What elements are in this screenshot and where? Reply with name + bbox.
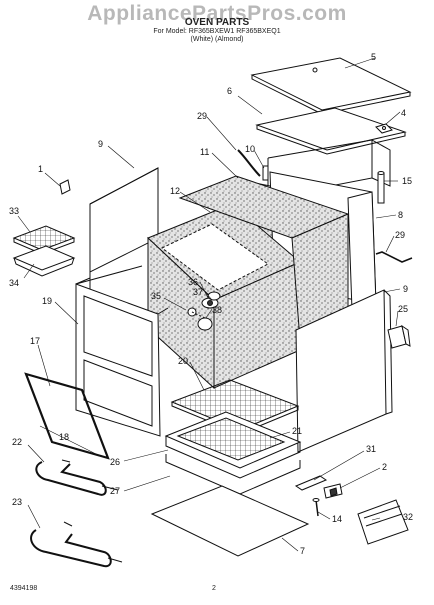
callout-8: 8 xyxy=(398,210,403,220)
callout-7: 7 xyxy=(300,546,305,556)
callout-27: 27 xyxy=(110,486,120,496)
bracket-clip-part xyxy=(375,123,393,134)
callout-37: 37 xyxy=(193,287,203,297)
callout-10: 10 xyxy=(245,144,255,154)
callout-14: 14 xyxy=(332,514,342,524)
broil-element-part xyxy=(35,459,119,496)
top-panel-part xyxy=(255,107,407,155)
callout-11: 11 xyxy=(200,147,209,157)
callout-17: 17 xyxy=(30,336,40,346)
model-subtitle: For Model: RF365BXEW1 RF365BXEQ1 xyxy=(153,28,281,35)
bake-tray-part xyxy=(164,411,302,495)
control-bracket-part xyxy=(294,475,328,491)
oven-cavity-part xyxy=(147,175,350,390)
wire-harness-part xyxy=(237,149,261,177)
watermark-text: AppliancePartsPros.com xyxy=(87,2,347,25)
stud-part xyxy=(262,165,269,181)
callout-29-side: 29 xyxy=(395,230,405,240)
callout-35: 35 xyxy=(151,291,161,301)
page-number: 2 xyxy=(212,585,216,592)
callout-29-top: 29 xyxy=(197,111,207,121)
callout-31: 31 xyxy=(366,444,376,454)
callout-32: 32 xyxy=(403,512,413,522)
callout-36: 36 xyxy=(188,277,198,287)
callout-labels: 5 4 6 29 9 10 11 15 12 8 29 9 1 33 34 36… xyxy=(9,52,413,556)
callout-20: 20 xyxy=(178,356,188,366)
callout-38: 38 xyxy=(212,305,222,315)
callout-4: 4 xyxy=(401,108,406,118)
diagram-title: OVEN PARTS xyxy=(184,17,250,28)
side-wire-part xyxy=(375,251,413,263)
right-side-panel-part xyxy=(295,289,393,453)
broil-pan-part xyxy=(12,245,76,277)
screw-part xyxy=(312,498,320,517)
vent-cover-part xyxy=(357,499,409,545)
callout-leader-lines xyxy=(17,57,401,552)
door-gasket-part xyxy=(24,372,110,460)
callout-22: 22 xyxy=(12,437,22,447)
callout-19: 19 xyxy=(42,296,52,306)
top-cover-part xyxy=(250,57,412,115)
callout-26: 26 xyxy=(110,457,120,467)
side-bracket-part xyxy=(387,324,411,349)
post-part xyxy=(377,171,385,204)
left-side-panel-part xyxy=(75,167,159,337)
callout-6: 6 xyxy=(227,86,232,96)
callout-34: 34 xyxy=(9,278,19,288)
callout-9-left: 9 xyxy=(98,139,103,149)
callout-2: 2 xyxy=(382,462,387,472)
hinge-receiver-part xyxy=(323,483,343,499)
bake-element-part xyxy=(30,521,123,568)
oven-light-assembly-part xyxy=(187,291,221,331)
color-variants: (White) (Almond) xyxy=(190,36,244,43)
callout-18: 18 xyxy=(59,432,69,442)
callout-21: 21 xyxy=(292,426,302,436)
callout-5: 5 xyxy=(371,52,376,62)
callout-33: 33 xyxy=(9,206,19,216)
callout-15: 15 xyxy=(402,176,412,186)
callout-12: 12 xyxy=(170,186,180,196)
front-frame-part xyxy=(75,265,169,437)
callout-25: 25 xyxy=(398,304,408,314)
document-number: 4394198 xyxy=(10,585,38,592)
screw-clip-part xyxy=(59,179,71,195)
callout-23: 23 xyxy=(12,497,22,507)
bottom-panel-part xyxy=(150,485,310,557)
callout-1: 1 xyxy=(38,164,43,174)
callout-9-right: 9 xyxy=(403,284,408,294)
